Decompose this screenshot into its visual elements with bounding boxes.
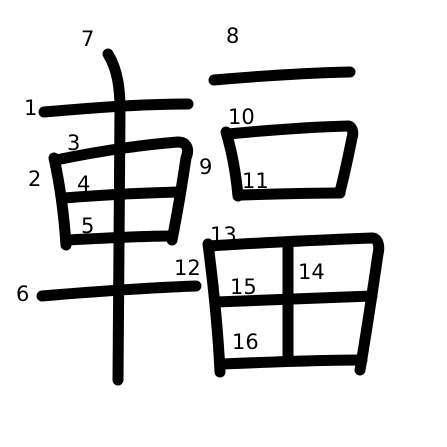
- stroke-number-3: 3: [67, 131, 80, 155]
- stroke-number-2: 2: [28, 167, 41, 191]
- stroke-number-13: 13: [210, 223, 237, 247]
- stroke-number-14: 14: [298, 260, 325, 284]
- stroke-7: [102, 48, 126, 386]
- stroke-8: [208, 66, 356, 86]
- stroke-number-11: 11: [242, 169, 269, 193]
- stroke-number-16: 16: [232, 330, 259, 354]
- stroke-3: [50, 136, 194, 246]
- stroke-15: [210, 290, 378, 308]
- stroke-11: [234, 187, 346, 201]
- stroke-number-7: 7: [81, 27, 94, 51]
- stroke-10: [222, 120, 359, 198]
- stroke-9: [220, 126, 244, 202]
- stroke-number-4: 4: [77, 172, 90, 196]
- stroke-12: [202, 238, 226, 378]
- stroke-number-12: 12: [174, 256, 201, 280]
- stroke-number-8: 8: [226, 24, 239, 48]
- stroke-13: [204, 232, 385, 376]
- stroke-16: [216, 354, 368, 370]
- stroke-number-1: 1: [24, 96, 37, 120]
- stroke-number-9: 9: [199, 155, 212, 179]
- stroke-number-6: 6: [16, 282, 29, 306]
- stroke-number-5: 5: [81, 214, 94, 238]
- stroke-number-15: 15: [230, 275, 257, 299]
- stroke-number-10: 10: [228, 105, 255, 129]
